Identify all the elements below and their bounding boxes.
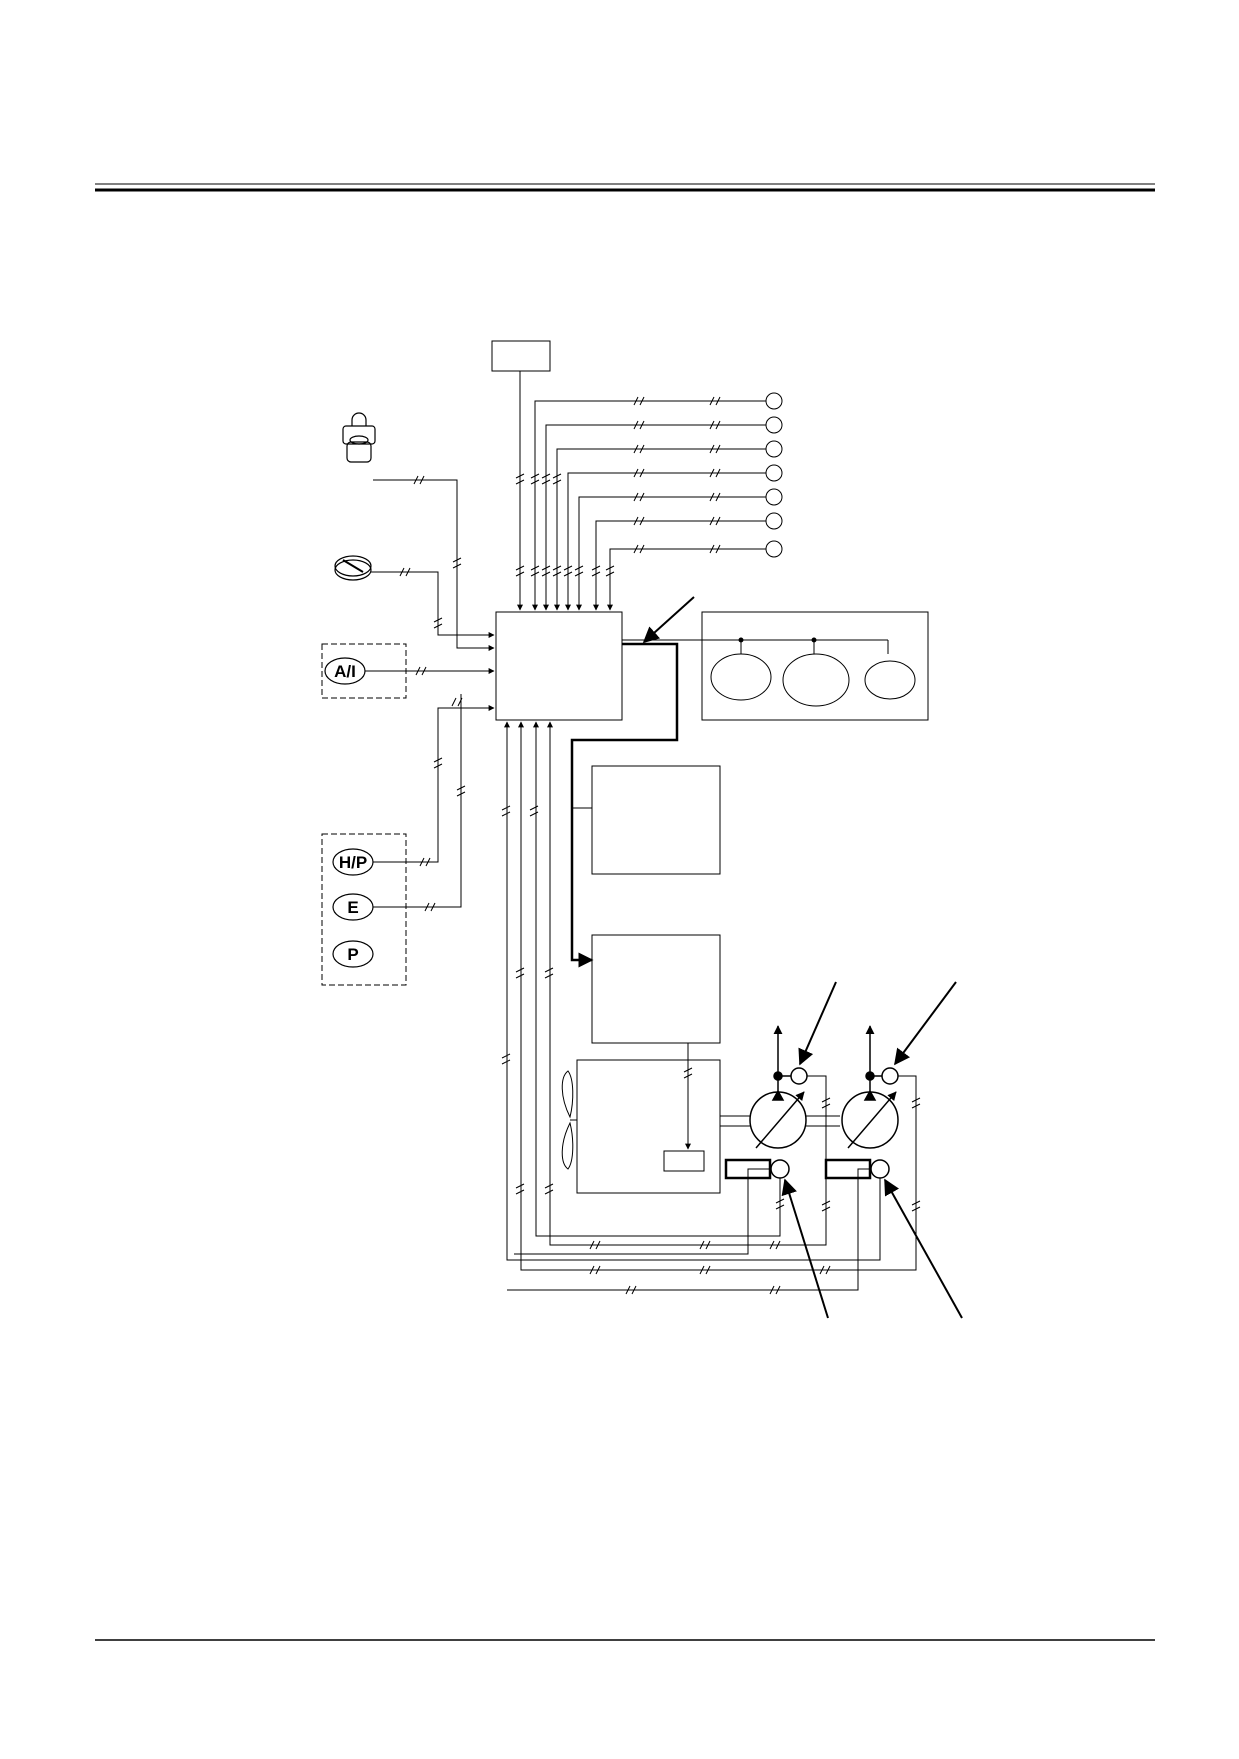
gauge-ellipse [864,660,916,700]
sensor-group [532,392,783,611]
middle-box-2 [591,934,721,1044]
gauge-ellipse [710,653,772,701]
feedback-lines [504,721,917,1291]
fan-icon [561,1070,577,1170]
top-box [491,340,551,372]
cluster-gauges [622,637,916,707]
gauge-ellipse [782,653,850,707]
header-rule [95,183,1155,192]
sensor-circle [765,440,783,458]
sensor-circle [765,512,783,530]
pressure-sensor-icon [881,1067,899,1085]
pump-shafts [720,1115,840,1127]
power-mode-box [321,833,407,986]
pressure-sensor-icon [790,1067,808,1085]
pump-2 [824,1025,899,1180]
sensor-circle [765,416,783,434]
engine-inner-box [663,1150,705,1172]
pressure-sensor-icon [870,1159,890,1179]
pump-1 [724,1025,808,1180]
sensor-circle [765,488,783,506]
pressure-sensor-icon [770,1159,790,1179]
hp-label: H/P [339,853,367,872]
middle-box-1 [591,765,721,875]
break-marks [515,396,721,577]
feedback-break-marks [501,805,921,1295]
sensor-circle [765,464,783,482]
engine-box [576,1059,721,1194]
main-controller-box [495,611,623,721]
auto-idle-label: A/I [334,662,356,681]
pointer-arrows [781,981,963,1319]
cluster-box [701,611,929,721]
joystick-icon [342,412,376,463]
e-label: E [347,898,358,917]
p-switch-icon [332,940,374,968]
harness-lines [570,642,679,968]
p-label: P [347,945,358,964]
sensor-circle [765,540,783,558]
rotary-switch-icon [334,555,372,581]
pointer-arrow [642,596,695,644]
sensor-circle [765,392,783,410]
left-break-marks [399,475,466,912]
